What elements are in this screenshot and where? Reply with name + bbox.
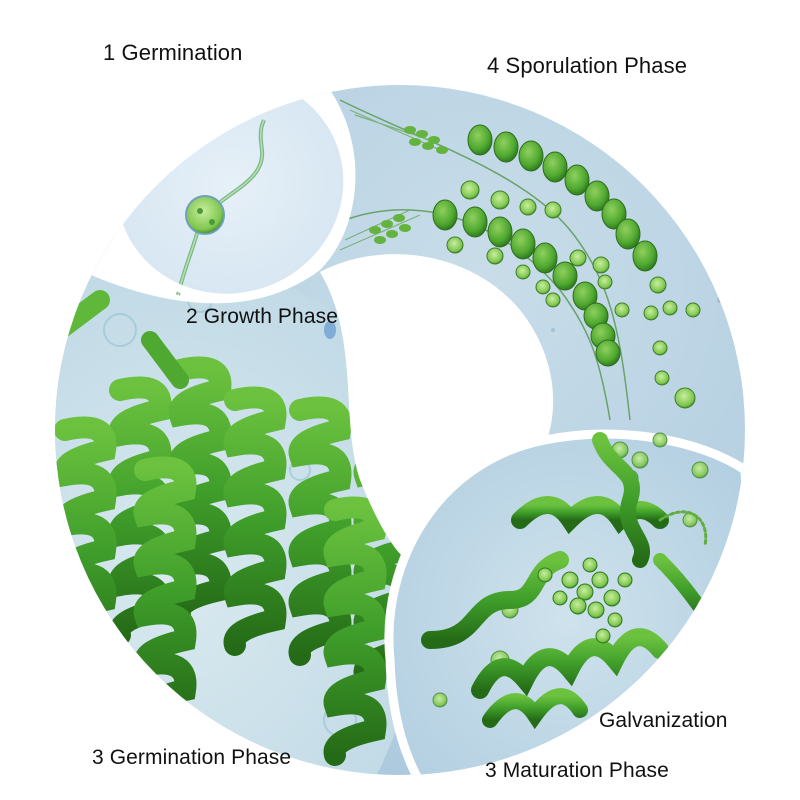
label-germination: 1 Germination — [103, 40, 243, 65]
label-germination-phase: 3 Germination Phase — [92, 746, 292, 769]
spore-chains — [339, 99, 723, 421]
center-gap — [320, 254, 554, 561]
label-growth-phase: 2 Growth Phase — [186, 305, 338, 328]
label-maturation-phase: 3 Maturation Phase — [485, 759, 669, 782]
label-sporulation-phase: 4 Sporulation Phase — [487, 53, 688, 78]
label-galvanization: Galvanization — [599, 709, 728, 732]
